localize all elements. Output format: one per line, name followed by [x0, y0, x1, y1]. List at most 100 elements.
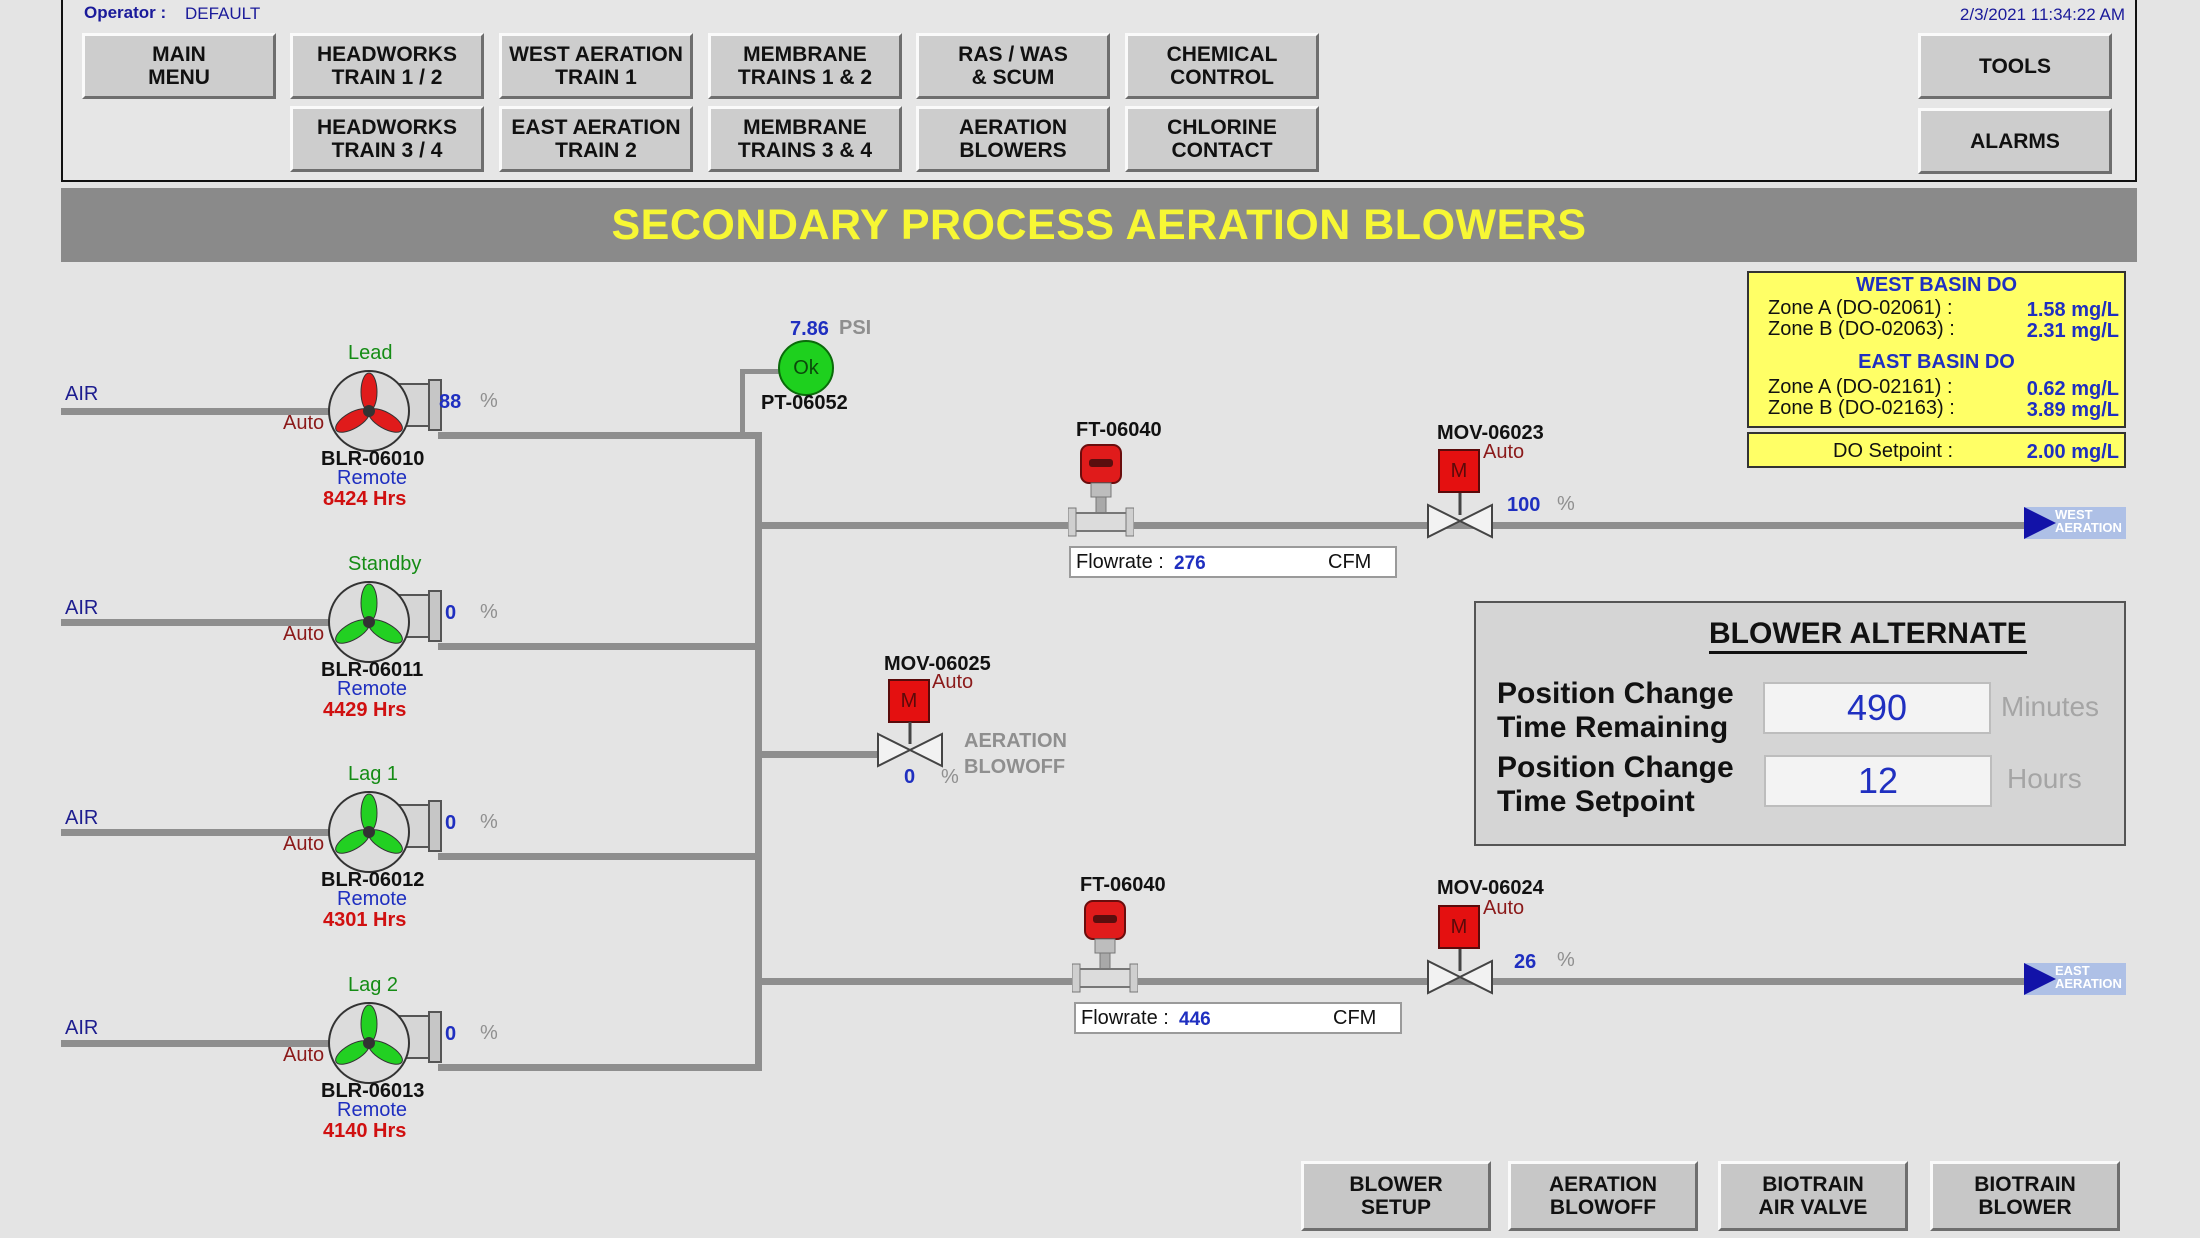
ras-was-scum-button[interactable]: RAS / WAS & SCUM	[916, 33, 1110, 99]
east-aeration-train-button[interactable]: EAST AERATION TRAIN 2	[499, 106, 693, 172]
blower-speed: 0	[445, 812, 457, 834]
main-menu-button[interactable]: MAIN MENU	[82, 33, 276, 99]
headworks-train-1-2-button[interactable]: HEADWORKS TRAIN 1 / 2	[290, 33, 484, 99]
time-setpoint-value: 12	[1857, 760, 1899, 801]
air-inlet-pipe	[61, 1040, 336, 1047]
blower-mode: Auto	[283, 623, 325, 645]
west-valve-unit: %	[1557, 493, 1575, 515]
blowoff-pipe	[758, 751, 878, 758]
blowoff-butterfly-valve-icon[interactable]	[876, 722, 944, 770]
pressure-tag: PT-06052	[761, 392, 848, 414]
blower-run-hours: 4429 Hrs	[323, 699, 407, 721]
membrane-trains-1-2-button[interactable]: MEMBRANE TRAINS 1 & 2	[708, 33, 902, 99]
air-inlet-pipe	[61, 619, 336, 626]
air-inlet-pipe	[61, 829, 336, 836]
pressure-status-indicator[interactable]: Ok	[778, 340, 834, 396]
air-label: AIR	[65, 597, 99, 619]
biotrain-air-valve-button[interactable]: BIOTRAIN AIR VALVE	[1718, 1161, 1908, 1231]
page-title-bar: SECONDARY PROCESS AERATION BLOWERS	[61, 188, 2137, 262]
do-setpoint-panel[interactable]: DO Setpoint : 2.00 mg/L	[1747, 432, 2126, 468]
discharge-pipe	[438, 1064, 758, 1071]
blower-run-hours: 8424 Hrs	[323, 488, 407, 510]
flowrate-label: Flowrate :	[1081, 1007, 1169, 1029]
headworks-train-3-4-button[interactable]: HEADWORKS TRAIN 3 / 4	[290, 106, 484, 172]
time-setpoint-input[interactable]: 12	[1764, 755, 1992, 807]
blowoff-valve-mode: Auto	[932, 671, 974, 693]
pressure-unit: PSI	[839, 317, 872, 339]
west-zone-a-label: Zone A (DO-02061) :	[1768, 297, 1953, 319]
west-zone-b-label: Zone B (DO-02063) :	[1768, 318, 1955, 340]
flowrate-label: Flowrate :	[1076, 551, 1164, 573]
chlorine-contact-button[interactable]: CHLORINE CONTACT	[1125, 106, 1319, 172]
blowoff-valve-tag: MOV-06025	[884, 653, 991, 675]
blower-speed: 0	[445, 1023, 457, 1045]
west-flowrate-display: Flowrate : 276 CFM	[1069, 546, 1397, 578]
east-valve-mode: Auto	[1483, 897, 1525, 919]
header-panel: Operator : DEFAULT 2/3/2021 11:34:22 AM …	[61, 0, 2137, 182]
chemical-control-button[interactable]: CHEMICAL CONTROL	[1125, 33, 1319, 99]
flow-meter-icon[interactable]	[1068, 442, 1134, 542]
blower-speed: 0	[445, 602, 457, 624]
east-zone-a-value: 0.62 mg/L	[2026, 378, 2119, 400]
east-zone-a-label: Zone A (DO-02161) :	[1768, 376, 1953, 398]
operator-label: Operator :	[84, 3, 167, 22]
aeration-blowers-button[interactable]: AERATION BLOWERS	[916, 106, 1110, 172]
blower-run-hours: 4140 Hrs	[323, 1120, 407, 1142]
do-setpoint-value: 2.00 mg/L	[2026, 441, 2119, 463]
blower-tag: BLR-06012	[321, 869, 425, 891]
time-remaining-value: 490	[1846, 687, 1908, 728]
east-flow-tag: FT-06040	[1080, 874, 1166, 896]
time-remaining-unit: Minutes	[2001, 691, 2100, 722]
east-flowrate-value: 446	[1179, 1009, 1211, 1030]
flow-meter-icon[interactable]	[1072, 898, 1138, 998]
blower-speed: 88	[439, 391, 462, 413]
blowoff-valve-actuator[interactable]: M	[888, 679, 930, 723]
blower-icon[interactable]	[325, 789, 445, 879]
west-flowrate-value: 276	[1174, 553, 1206, 574]
blower-tag: BLR-06013	[321, 1080, 425, 1102]
flowrate-unit: CFM	[1333, 1007, 1377, 1029]
west-aeration-destination[interactable]: WEST AERATION	[2024, 507, 2126, 539]
west-basin-do-title: WEST BASIN DO	[1855, 274, 2018, 296]
motor-letter: M	[900, 689, 918, 712]
flowrate-unit: CFM	[1328, 551, 1372, 573]
west-butterfly-valve-icon[interactable]	[1426, 493, 1494, 541]
west-zone-a-value: 1.58 mg/L	[2026, 299, 2119, 321]
east-aeration-destination[interactable]: EAST AERATION	[2024, 963, 2126, 995]
blower-icon[interactable]	[325, 368, 445, 458]
west-aeration-train-button[interactable]: WEST AERATION TRAIN 1	[499, 33, 693, 99]
blower-speed-unit: %	[480, 390, 498, 412]
alarms-button[interactable]: ALARMS	[1918, 108, 2112, 174]
air-label: AIR	[65, 1017, 99, 1039]
membrane-trains-3-4-button[interactable]: MEMBRANE TRAINS 3 & 4	[708, 106, 902, 172]
blower-alternate-panel: BLOWER ALTERNATE Position Change Time Re…	[1474, 601, 2126, 846]
east-valve-actuator[interactable]: M	[1438, 905, 1480, 949]
east-flowrate-display: Flowrate : 446 CFM	[1074, 1002, 1402, 1034]
east-aeration-label: EAST AERATION	[2055, 963, 2122, 991]
time-setpoint-unit: Hours	[2007, 763, 2082, 794]
blower-setup-button[interactable]: BLOWER SETUP	[1301, 1161, 1491, 1231]
tools-button[interactable]: TOOLS	[1918, 33, 2112, 99]
east-aeration-pipe	[758, 978, 2028, 985]
aeration-blowoff-button[interactable]: AERATION BLOWOFF	[1508, 1161, 1698, 1231]
west-flow-tag: FT-06040	[1076, 419, 1162, 441]
blower-mode: Auto	[283, 833, 325, 855]
blower-icon[interactable]	[325, 579, 445, 669]
blower-mode: Auto	[283, 412, 325, 434]
aeration-blowoff-label: AERATION BLOWOFF	[964, 730, 1067, 778]
blower-role: Lag 1	[348, 763, 399, 785]
operator-value: DEFAULT	[185, 4, 261, 23]
motor-letter: M	[1450, 459, 1468, 482]
blower-role: Lead	[348, 342, 393, 364]
biotrain-blower-button[interactable]: BIOTRAIN BLOWER	[1930, 1161, 2120, 1231]
west-valve-actuator[interactable]: M	[1438, 449, 1480, 493]
air-label: AIR	[65, 807, 99, 829]
blower-speed-unit: %	[480, 601, 498, 623]
blower-alternate-title: BLOWER ALTERNATE	[1709, 617, 2027, 654]
discharge-pipe	[438, 643, 758, 650]
time-remaining-label: Position Change Time Remaining	[1497, 677, 1734, 744]
west-valve-tag: MOV-06023	[1437, 422, 1544, 444]
blower-icon[interactable]	[325, 1000, 445, 1090]
east-butterfly-valve-icon[interactable]	[1426, 949, 1494, 997]
pressure-value: 7.86	[790, 318, 829, 340]
